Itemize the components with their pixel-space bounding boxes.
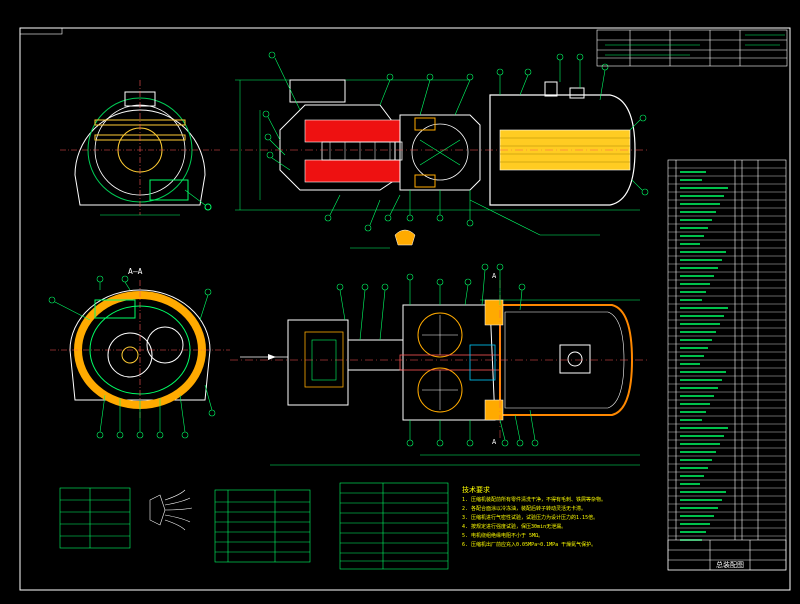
section-marker-top: A — [492, 272, 497, 280]
tech-requirement-item: 2. 各配合面涂以冷冻油，装配后转子转动灵活无卡滞。 — [462, 506, 587, 512]
revision-block — [596, 29, 788, 67]
section-a-a-view — [48, 275, 230, 439]
drawing-name: 总装配图 — [716, 561, 744, 569]
tech-requirements: 技术要求 1. 压缩机装配前所有零件清洗干净，不得有毛刺、铁屑等杂物。 2. 各… — [462, 486, 662, 550]
motor-params-table — [59, 487, 131, 549]
tech-requirement-item: 4. 按规定进行强度试验，保压30min无泄漏。 — [462, 524, 567, 530]
longitudinal-section-view — [230, 51, 650, 249]
corner-tag — [19, 27, 63, 35]
terminal-table — [214, 489, 311, 563]
end-view-top — [60, 80, 220, 216]
tech-requirement-item: 5. 电机绕组绝缘电阻不小于 5MΩ。 — [462, 533, 544, 539]
drawing-border — [19, 27, 791, 591]
tech-requirement-item: 3. 压缩机进行气密性试验，试验压力为设计压力的1.15倍。 — [462, 515, 599, 521]
terminal-symbol — [149, 489, 193, 531]
plan-section-view — [230, 263, 650, 466]
title-block — [667, 539, 787, 571]
tech-requirement-item: 1. 压缩机装配前所有零件清洗干净，不得有毛刺、铁屑等杂物。 — [462, 497, 607, 503]
performance-table — [339, 482, 449, 570]
tech-requirement-item: 6. 压缩机出厂前应充入0.05MPa~0.1MPa 干燥氮气保护。 — [462, 542, 597, 548]
section-label: A—A — [128, 267, 143, 276]
tech-requirements-title: 技术要求 — [462, 486, 490, 494]
section-marker-bottom: A — [492, 438, 497, 446]
parts-list-rows — [668, 167, 786, 541]
